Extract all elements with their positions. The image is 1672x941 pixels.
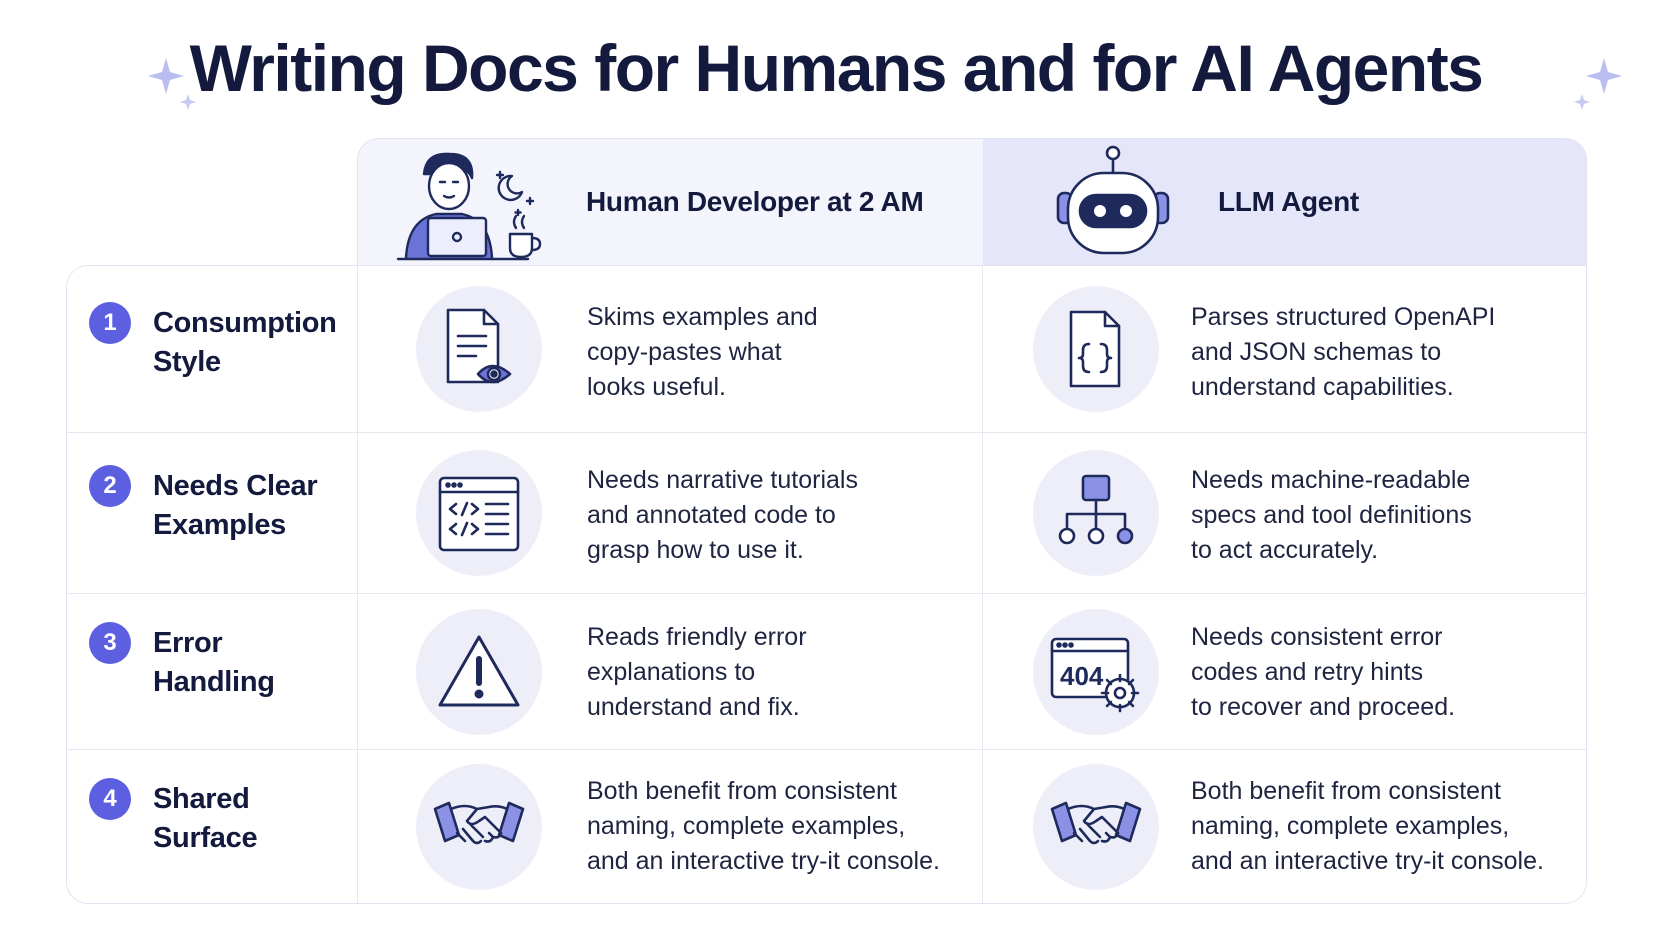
- handshake-icon: [1050, 801, 1142, 845]
- row-number-badge: 2: [89, 465, 131, 507]
- code-window-icon: [438, 476, 520, 552]
- handshake-icon: [433, 801, 525, 845]
- sparkle-right-icon: [1574, 58, 1622, 110]
- json-document-icon: [1069, 310, 1121, 388]
- document-eye-icon: [446, 308, 512, 384]
- row-number-badge: 1: [89, 302, 131, 344]
- human-column-label: Human Developer at 2 AM: [586, 186, 924, 217]
- page-title: Writing Docs for Humans and for AI Agent…: [189, 31, 1484, 105]
- agent-icon-circle: [1033, 286, 1159, 412]
- row-number-badge: 4: [89, 778, 131, 820]
- hierarchy-tree-icon: [1058, 474, 1134, 545]
- agent-icon-circle: [1033, 764, 1159, 890]
- agent-column-label: LLM Agent: [1218, 186, 1359, 217]
- sparkle-left-icon: [148, 58, 196, 110]
- human-icon-circle: [416, 764, 542, 890]
- agent-icon-circle: 404: [1033, 609, 1159, 735]
- human-icon-circle: [416, 609, 542, 735]
- developer-at-laptop-icon: [396, 152, 542, 261]
- robot-icon: [1056, 145, 1170, 255]
- agent-icon-circle: [1033, 450, 1159, 576]
- human-icon-circle: [416, 450, 542, 576]
- row-number-badge: 3: [89, 622, 131, 664]
- error-code-text: 404: [1060, 661, 1104, 691]
- error-404-gear-icon: 404: [1050, 637, 1140, 713]
- human-icon-circle: [416, 286, 542, 412]
- warning-triangle-icon: [438, 635, 520, 707]
